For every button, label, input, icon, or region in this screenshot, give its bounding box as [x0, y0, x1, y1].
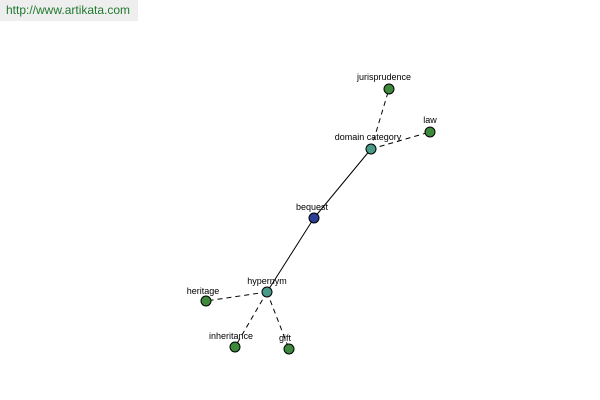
node-jurisprudence[interactable]	[383, 83, 395, 95]
node-heritage[interactable]	[200, 295, 212, 307]
label-law: law	[423, 115, 437, 125]
label-hypernym: hypernym	[247, 276, 287, 286]
node-bequest[interactable]	[308, 212, 320, 224]
edge-hypernym-heritage	[205, 291, 268, 302]
node-hypernym[interactable]	[261, 286, 273, 298]
label-domain-category: domain category	[335, 132, 402, 142]
watermark-link[interactable]: http://www.artikata.com	[0, 0, 138, 21]
node-inheritance[interactable]	[229, 341, 241, 353]
edge-domain_category-jurisprudence	[370, 88, 390, 150]
label-jurisprudence: jurisprudence	[356, 72, 411, 82]
label-gift: gift	[279, 333, 292, 343]
node-law[interactable]	[424, 126, 436, 138]
edge-hypernym-gift	[266, 291, 290, 350]
watermark-text: http://www.artikata.com	[6, 3, 131, 17]
edge-domain_category-law	[370, 131, 431, 150]
label-bequest: bequest	[296, 202, 329, 212]
edge-bequest-hypernym	[266, 217, 315, 293]
graph-edges	[205, 88, 431, 350]
label-inheritance: inheritance	[209, 331, 253, 341]
edge-hypernym-inheritance	[234, 291, 268, 348]
node-gift[interactable]	[283, 343, 295, 355]
edge-bequest-domain_category	[313, 148, 372, 219]
graph-nodes	[200, 83, 436, 355]
graph-labels: bequest domain category hypernym jurisprude…	[187, 72, 438, 343]
node-domain-category[interactable]	[365, 143, 377, 155]
label-heritage: heritage	[187, 286, 220, 296]
